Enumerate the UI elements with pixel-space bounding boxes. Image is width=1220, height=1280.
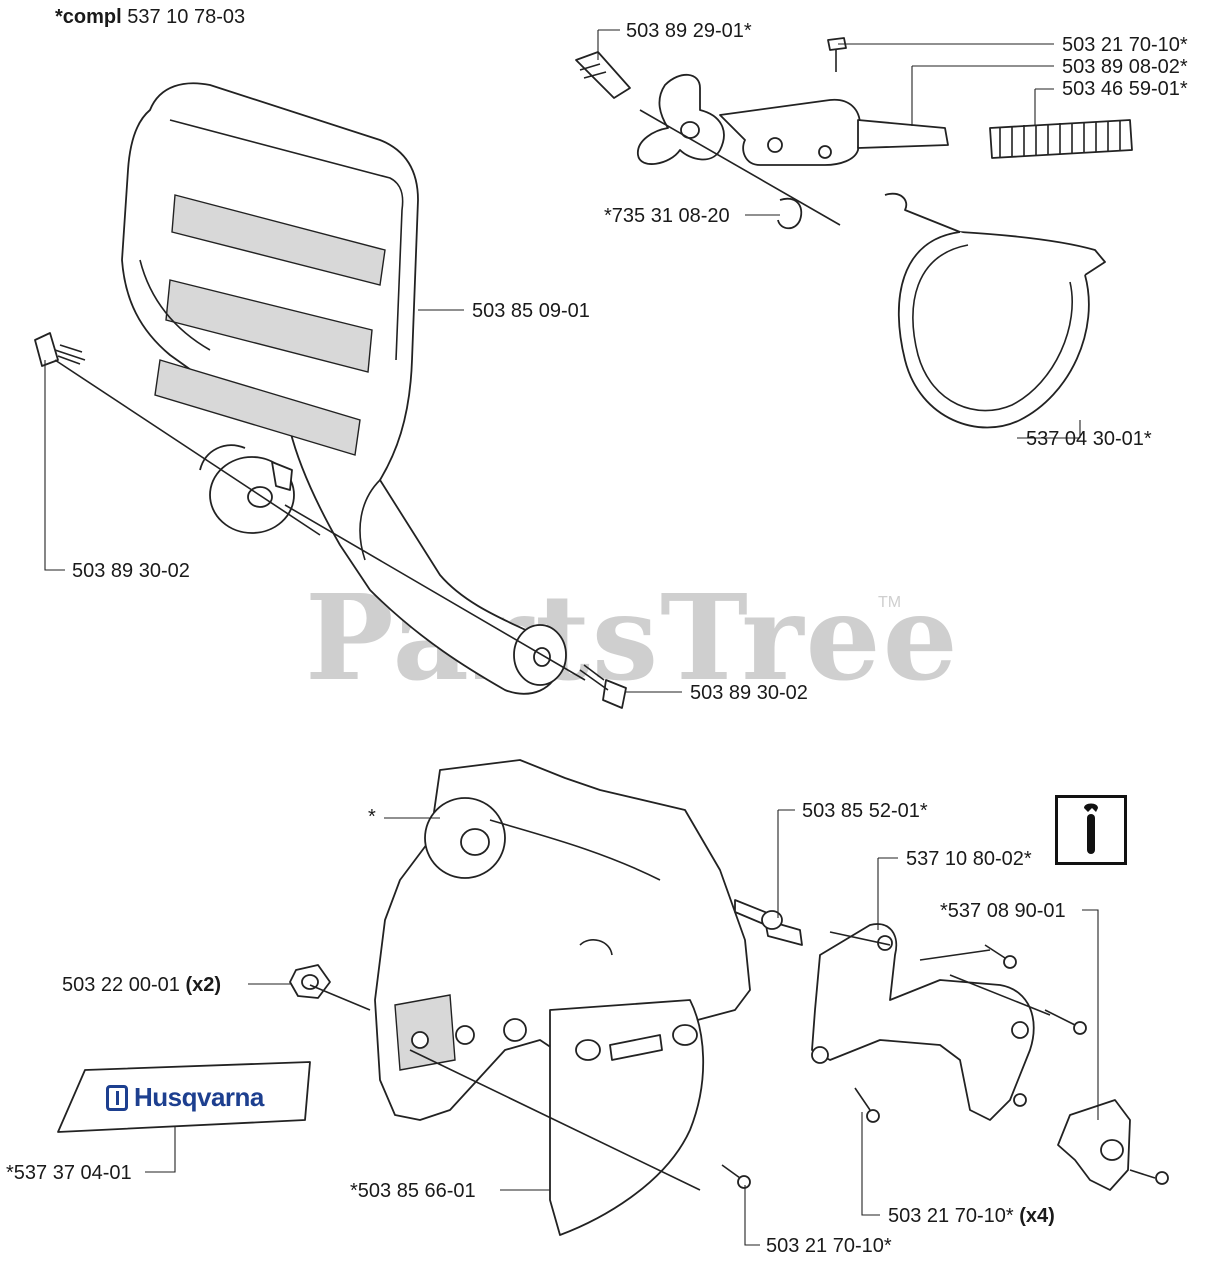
label-503-21-70-10-bottom: 503 21 70-10*	[766, 1235, 892, 1257]
label-503-89-30-02-mid: 503 89 30-02	[690, 682, 808, 704]
hand-guard-screw-right	[579, 664, 627, 709]
hand-guard-part	[121, 82, 567, 695]
wrench-service-icon	[1055, 795, 1127, 865]
brake-band	[884, 192, 1106, 429]
label-537-08-90-01: *537 08 90-01	[940, 900, 1066, 922]
label-star: *	[368, 806, 376, 828]
label-503-22-00-01: 503 22 00-01 (x2)	[62, 974, 222, 996]
bushing-part	[761, 910, 803, 946]
label-503-21-70-10-x4: 503 21 70-10* (x4)	[888, 1205, 1055, 1227]
leader-lines	[44, 29, 1099, 1246]
chain-catcher-cover	[811, 923, 1035, 1121]
hand-guard-screw-left	[34, 332, 86, 367]
nut-part	[289, 964, 331, 999]
brake-lever-assembly	[575, 37, 1133, 230]
husqvarna-decal	[57, 1061, 311, 1133]
guide-plate	[549, 999, 705, 1236]
label-503-89-29-01: 503 89 29-01*	[626, 20, 752, 42]
husqvarna-crown-h-icon	[106, 1084, 128, 1111]
label-503-89-08-02: 503 89 08-02*	[1062, 56, 1188, 78]
label-503-85-66-01: *503 85 66-01	[350, 1180, 476, 1202]
explosion-lines	[54, 359, 1051, 1191]
label-537-04-30-01: 537 04 30-01*	[1026, 428, 1152, 450]
brake-spring	[989, 119, 1133, 159]
cover-screws	[721, 944, 1169, 1189]
label-503-46-59-01: 503 46 59-01*	[1062, 78, 1188, 100]
husqvarna-brand-text: Husqvarna	[134, 1082, 264, 1112]
label-503-85-52-01: 503 85 52-01*	[802, 800, 928, 822]
watermark-trademark: TM	[878, 594, 902, 611]
label-735-31-08-20: *735 31 08-20	[604, 205, 730, 227]
label-537-10-80-02: 537 10 80-02*	[906, 848, 1032, 870]
label-503-89-30-02-left: 503 89 30-02	[72, 560, 190, 582]
complete-assembly-label: *compl 537 10 78-03	[55, 6, 246, 28]
chain-catcher-bracket	[1057, 1099, 1131, 1191]
label-537-37-04-01: *537 37 04-01	[6, 1162, 132, 1184]
label-503-85-09-01: 503 85 09-01	[472, 300, 590, 322]
husqvarna-decal-logo: Husqvarna	[106, 1082, 264, 1113]
label-503-21-70-10-top: 503 21 70-10*	[1062, 34, 1188, 56]
